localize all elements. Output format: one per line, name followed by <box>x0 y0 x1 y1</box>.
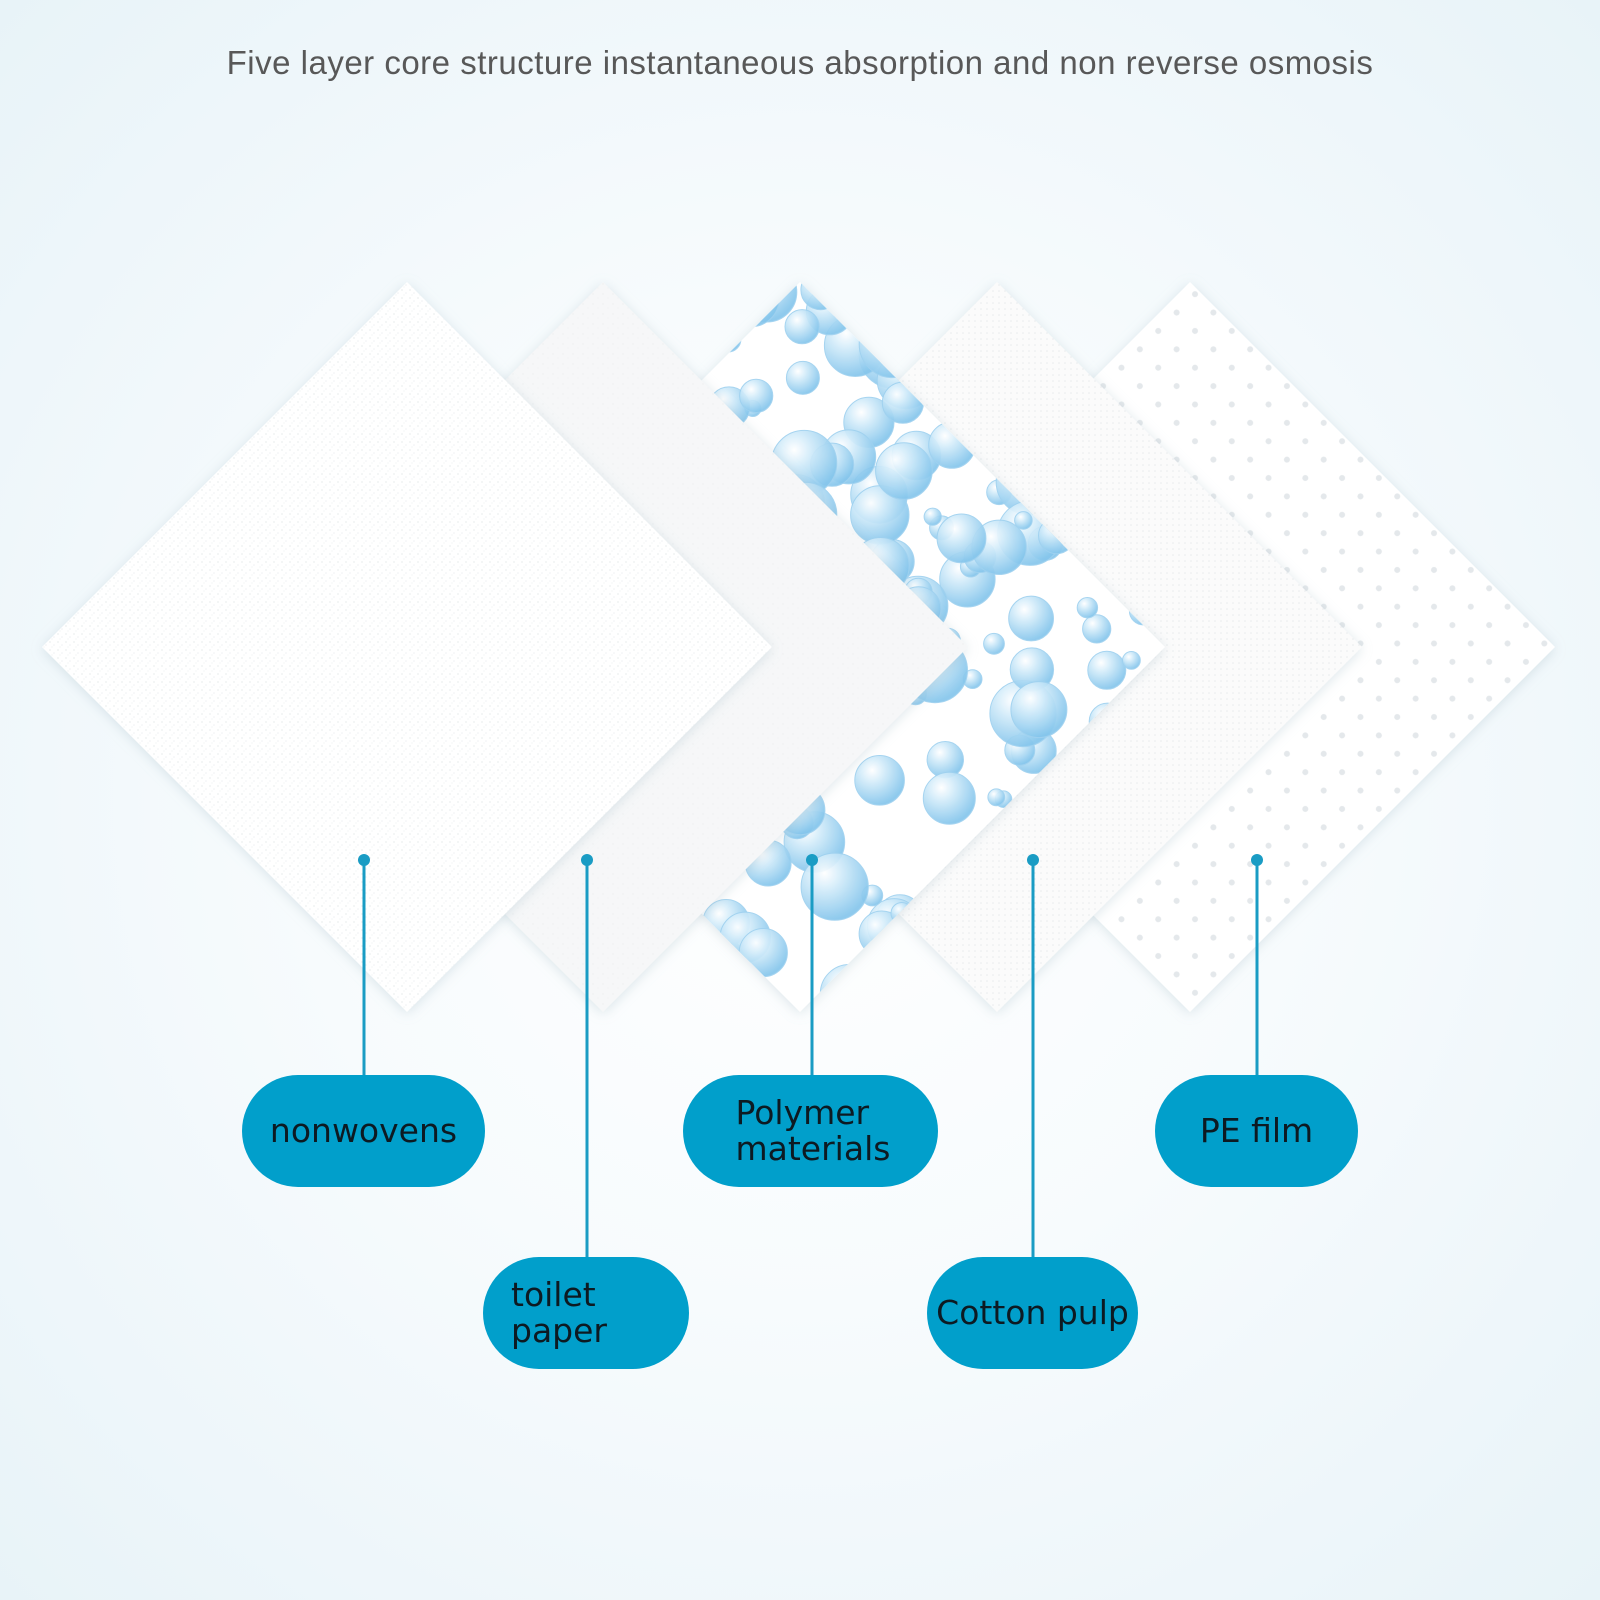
polymer-bubble <box>785 360 820 395</box>
page-subtitle: Five layer core structure instantaneous … <box>226 44 1374 81</box>
polymer-bubble <box>896 318 933 354</box>
polymer-bubble <box>1140 291 1159 310</box>
callout-toilet-paper <box>581 854 593 1257</box>
polymer-bubble <box>922 771 976 825</box>
polymer-bubble <box>1010 681 1068 739</box>
polymer-bubble <box>858 910 906 958</box>
label-toilet-paper-text: toilet paper <box>511 1275 607 1350</box>
polymer-bubble <box>1082 614 1112 644</box>
label-nonwovens-text: nonwovens <box>269 1111 458 1150</box>
polymer-bubble <box>736 282 798 323</box>
polymer-bubble <box>1122 651 1141 670</box>
polymer-bubble <box>1008 595 1054 642</box>
label-cotton-pulp: Cotton pulp <box>927 1257 1138 1369</box>
callout-cotton-pulp <box>1027 854 1039 1257</box>
polymer-bubble <box>923 507 942 526</box>
label-nonwovens: nonwovens <box>242 1075 485 1187</box>
polymer-bubble <box>987 788 1006 807</box>
label-toilet-paper: toilet paper <box>483 1257 689 1369</box>
polymer-bubble <box>714 325 742 353</box>
callout-pe-film <box>1251 854 1263 1075</box>
polymer-bubble <box>983 632 1005 655</box>
callout-nonwovens <box>358 854 370 1075</box>
polymer-bubble <box>705 282 751 328</box>
polymer-bubble <box>723 282 780 328</box>
polymer-bubble <box>936 513 987 564</box>
polymer-bubble <box>1110 282 1144 308</box>
polymer-bubble <box>784 309 820 345</box>
polymer-bubble <box>738 928 788 978</box>
polymer-bubble <box>832 299 853 320</box>
polymer-bubble <box>1076 597 1099 619</box>
callout-polymer-materials <box>806 854 818 1075</box>
label-polymer-materials: Polymer materials <box>683 1075 938 1187</box>
polymer-bubble <box>901 311 934 344</box>
layer-sheet-nonwovens <box>42 282 772 1012</box>
polymer-bubble <box>739 378 774 413</box>
polymer-bubble <box>819 964 880 1012</box>
label-pe-film-text: PE film <box>1199 1111 1314 1150</box>
polymer-bubble <box>800 852 869 921</box>
polymer-bubble <box>1087 650 1127 690</box>
polymer-bubble <box>887 345 907 365</box>
polymer-bubble <box>1079 954 1117 991</box>
polymer-bubble <box>800 282 841 311</box>
polymer-bubble <box>869 954 933 1012</box>
polymer-bubble <box>667 969 717 1012</box>
polymer-bubble <box>854 755 905 806</box>
label-pe-film: PE film <box>1155 1075 1358 1187</box>
polymer-bubble <box>875 442 933 500</box>
polymer-bubble <box>1014 511 1033 530</box>
label-polymer-materials-text: Polymer materials <box>735 1093 891 1168</box>
label-cotton-pulp-text: Cotton pulp <box>936 1293 1129 1332</box>
